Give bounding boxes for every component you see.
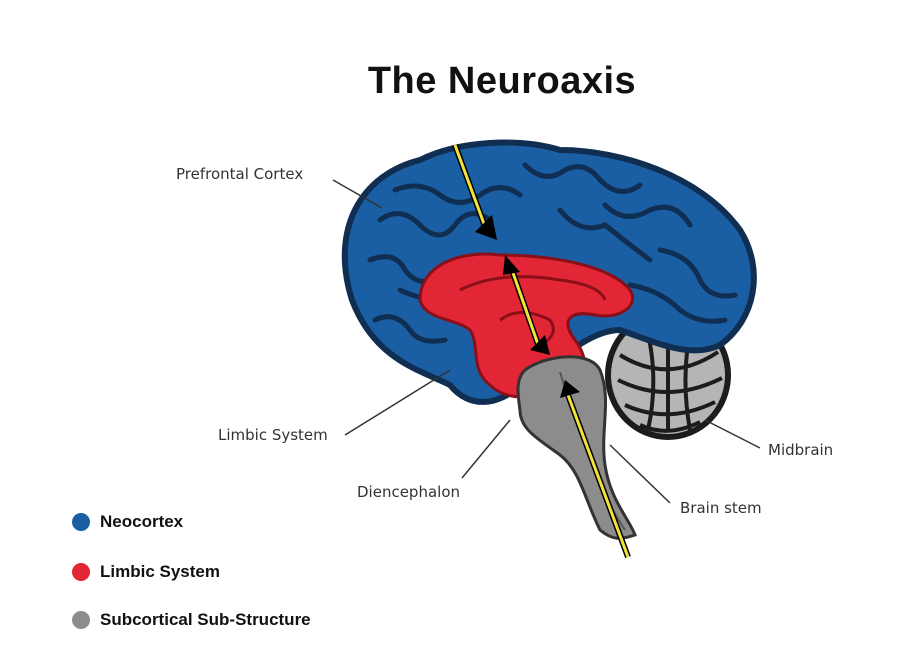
diagram-title: The Neuroaxis: [367, 60, 637, 102]
legend-label: Neocortex: [100, 512, 184, 531]
legend-item-subcortical: Subcortical Sub-Structure: [72, 610, 311, 630]
legend-item-limbic-system: Limbic System: [72, 562, 220, 582]
legend-dot: [72, 563, 90, 581]
label-diencephalon: Diencephalon: [357, 483, 461, 501]
label-prefrontal-cortex: Prefrontal Cortex: [176, 165, 304, 183]
label-limbic-system: Limbic System: [218, 426, 328, 444]
legend-label: Subcortical Sub-Structure: [100, 610, 311, 629]
label-midbrain: Midbrain: [768, 441, 834, 459]
legend-dot: [72, 611, 90, 629]
legend-dot: [72, 513, 90, 531]
legend-item-neocortex: Neocortex: [72, 512, 183, 532]
leader-lines: [332, 179, 761, 504]
legend-label: Limbic System: [100, 562, 220, 581]
neuroaxis-arrows: [452, 143, 631, 559]
label-brain-stem: Brain stem: [680, 499, 762, 517]
